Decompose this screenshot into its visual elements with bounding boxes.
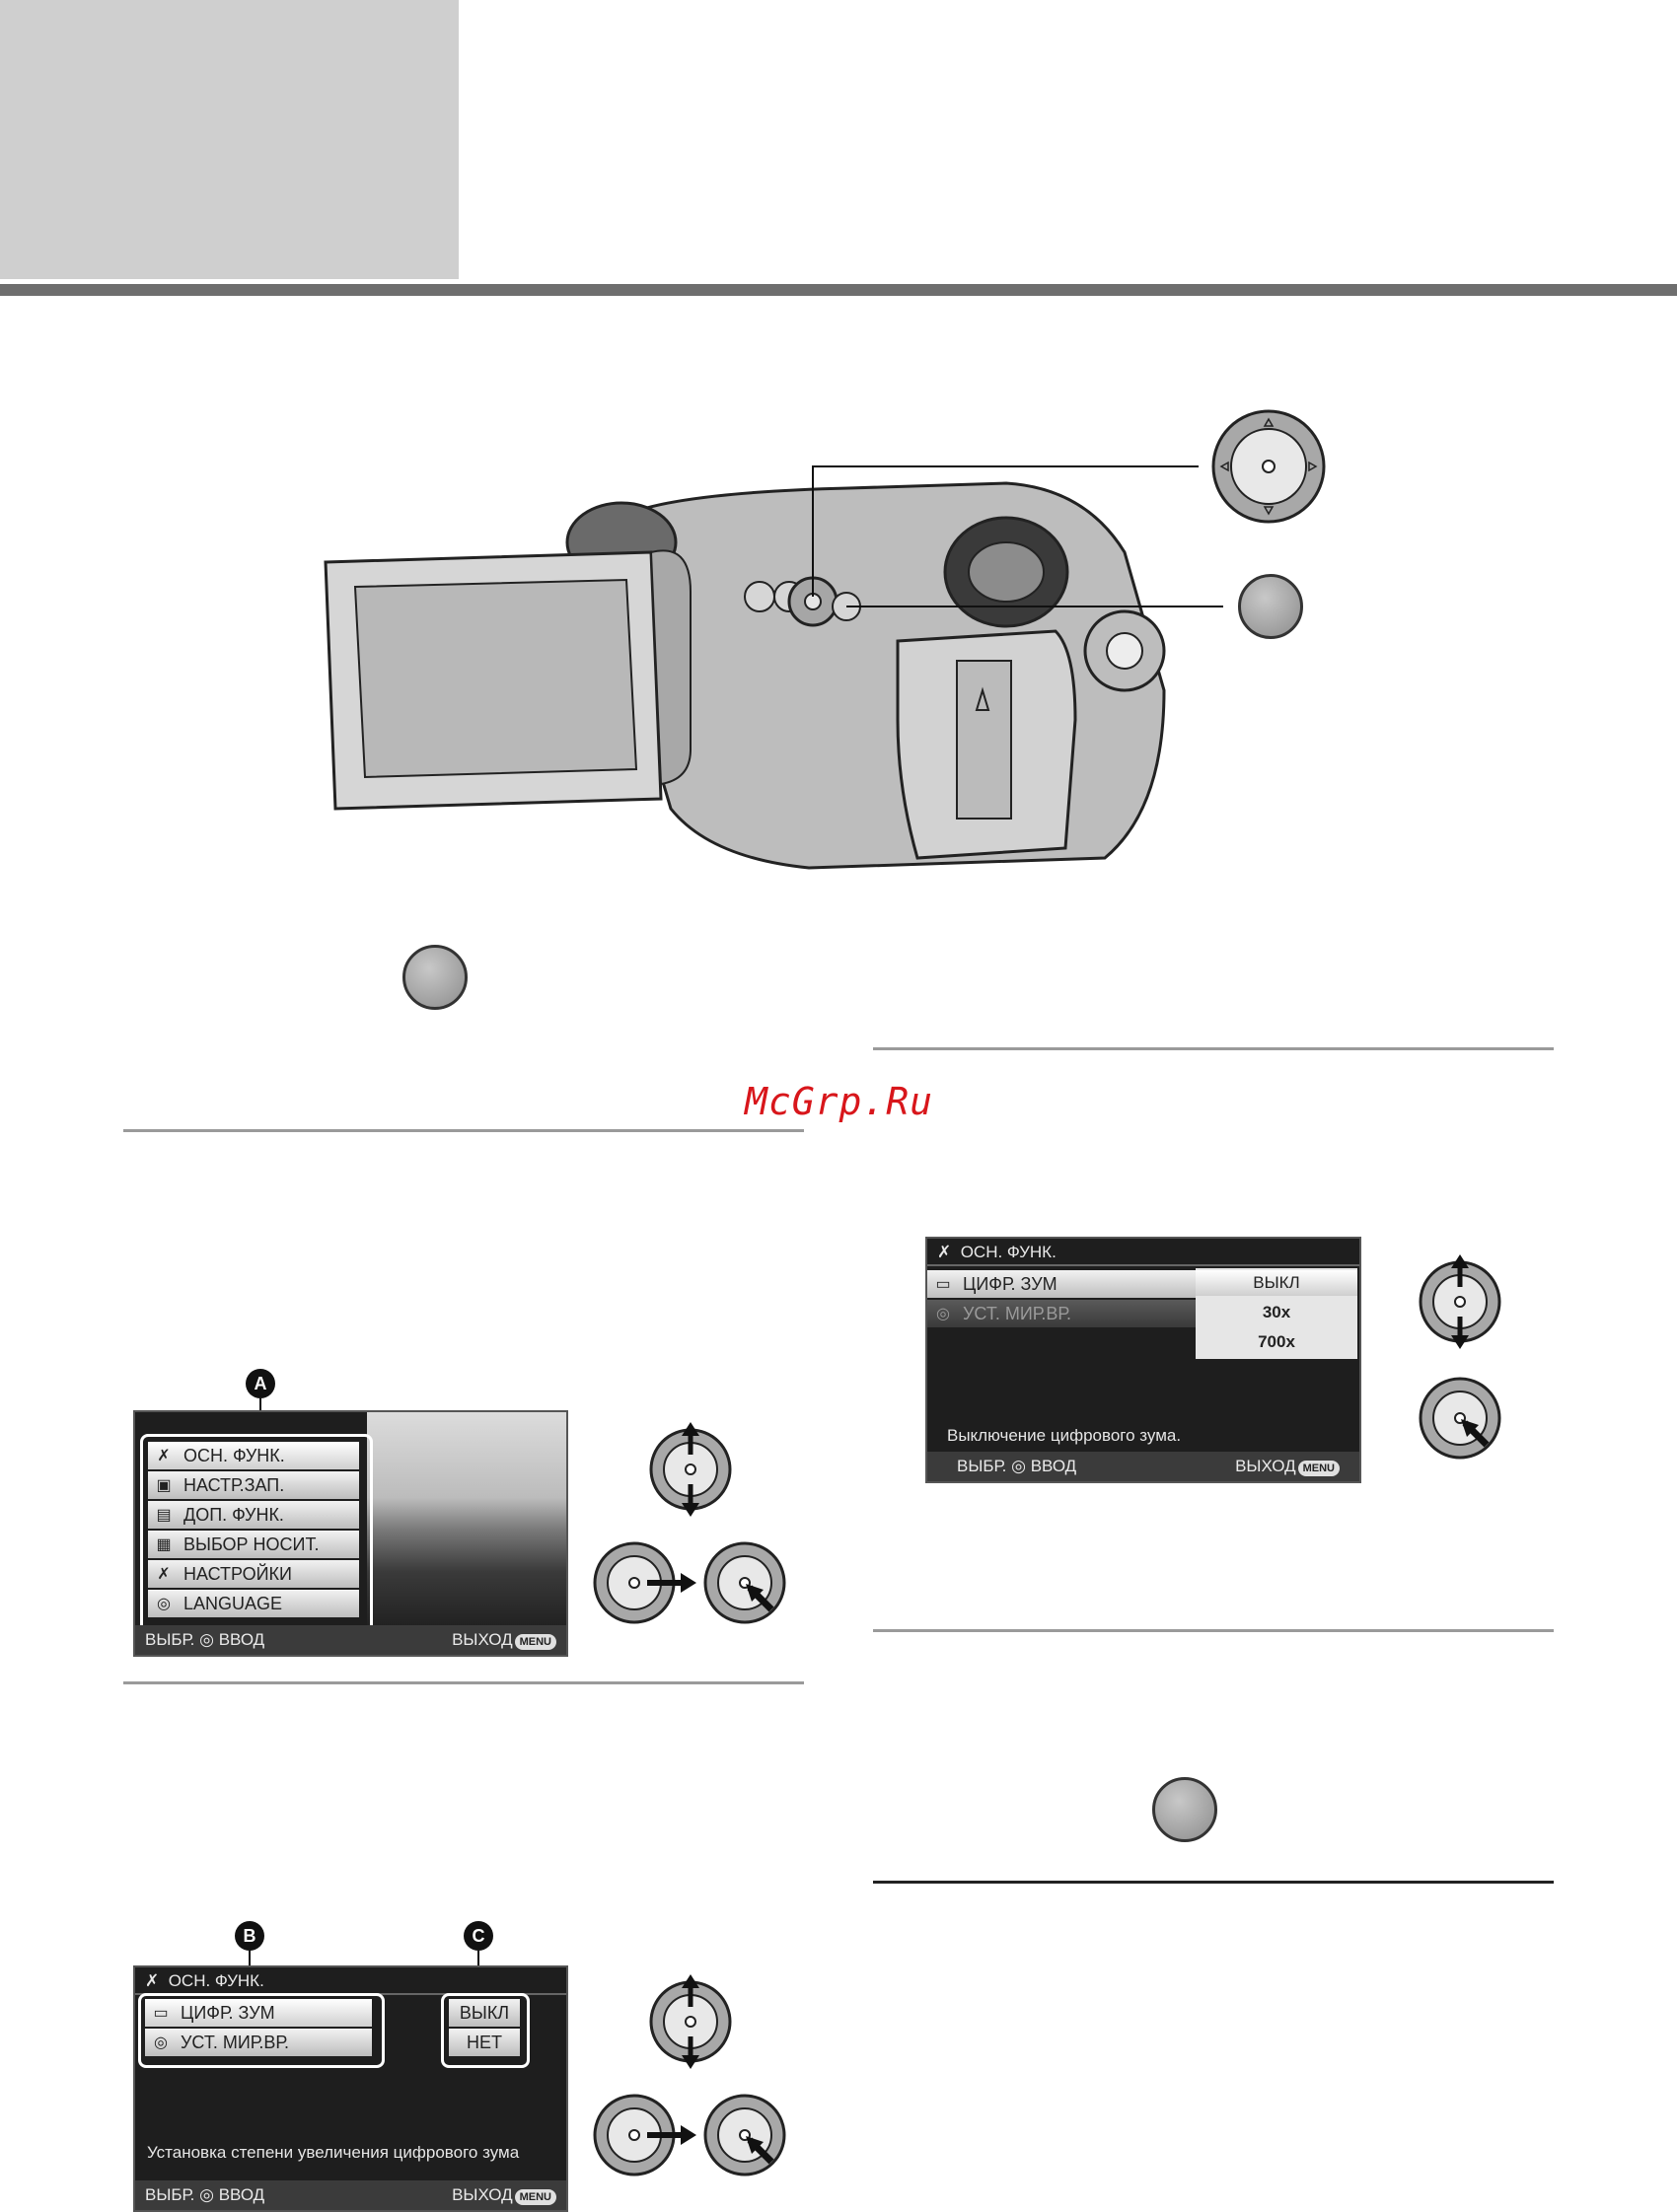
- menu-badge: MENU: [514, 2189, 556, 2205]
- menu-badge: MENU: [1297, 1461, 1340, 1476]
- menu-item-world-time[interactable]: ◎УСТ. МИР.ВР.: [927, 1300, 1199, 1327]
- divider: [123, 1129, 804, 1132]
- menu-item-advanced[interactable]: ▤ДОП. ФУНК.: [148, 1501, 359, 1529]
- language-icon: ◎: [157, 1596, 171, 1612]
- menu-item-media[interactable]: ▦ВЫБОР НОСИТ.: [148, 1531, 359, 1558]
- menu-button-icon: [1238, 574, 1303, 639]
- menu-item-basic[interactable]: ✗ОСН. ФУНК.: [148, 1442, 359, 1469]
- joystick-icon: [1211, 409, 1326, 524]
- divider: [873, 1881, 1554, 1884]
- menu-item-setup[interactable]: ✗НАСТРОЙКИ: [148, 1560, 359, 1588]
- wrench-icon: ✗: [145, 1971, 160, 1990]
- menu-button-icon: [402, 945, 468, 1010]
- option-off[interactable]: ВЫКЛ: [1196, 1270, 1357, 1296]
- camcorder-illustration: [324, 465, 1223, 870]
- option-30x[interactable]: 30x: [1262, 1303, 1291, 1321]
- menu-item-record-setup[interactable]: ▣НАСТР.ЗАП.: [148, 1471, 359, 1499]
- header-rule: [0, 284, 1677, 296]
- divider: [123, 1681, 804, 1684]
- screen-header-bar: [927, 1264, 1359, 1266]
- world-time-icon: ◎: [936, 1306, 950, 1322]
- menu-description: Выключение цифрового зума.: [947, 1426, 1182, 1445]
- callout-a: A: [246, 1369, 275, 1398]
- digital-zoom-icon: ▭: [153, 2005, 169, 2022]
- menu-item-language[interactable]: ◎LANGUAGE: [148, 1590, 359, 1617]
- watermark: McGrp.Ru: [745, 1080, 934, 1123]
- items-highlight-frame: [138, 1993, 385, 2068]
- extra-camera-icon: ▤: [156, 1507, 172, 1524]
- menu-badge: MENU: [514, 1634, 556, 1650]
- value-world-time: НЕТ: [449, 2029, 520, 2056]
- menu-button-icon: [1152, 1777, 1217, 1842]
- divider: [873, 1629, 1554, 1632]
- menu-item-digital-zoom[interactable]: ▭ЦИФР. ЗУМ: [927, 1270, 1199, 1298]
- joystick-right-icon: [593, 1541, 696, 1624]
- divider: [873, 1047, 1554, 1050]
- callout-b: B: [235, 1921, 264, 1951]
- joystick-up-down-icon: [1419, 1254, 1501, 1349]
- values-highlight-frame: [441, 1993, 530, 2068]
- menu-screen-options: ✗ ОСН. ФУНК. ▭ЦИФР. ЗУМ ◎УСТ. МИР.ВР. ВЫ…: [925, 1237, 1361, 1483]
- joystick-up-down-icon: [649, 1422, 732, 1517]
- joystick-right-icon: [593, 2094, 696, 2176]
- preview-photo: [367, 1412, 566, 1625]
- wrench-icon: ✗: [157, 1448, 171, 1464]
- joystick-mini-icon: ◎: [1011, 1457, 1026, 1475]
- menu-screen-bottom: ✗ ОСН. ФУНК. ▭ЦИФР. ЗУМ ◎УСТ. МИР.ВР. ВЫ…: [133, 1965, 568, 2212]
- options-dropdown: ВЫКЛ 30x 700x: [1196, 1268, 1357, 1359]
- joystick-press-icon: [703, 2094, 786, 2176]
- world-time-icon: ◎: [154, 2034, 168, 2051]
- digital-zoom-icon: ▭: [935, 1276, 951, 1293]
- menu-screen-top: ✗ОСН. ФУНК. ▣НАСТР.ЗАП. ▤ДОП. ФУНК. ▦ВЫБ…: [133, 1410, 568, 1657]
- callout-c: C: [464, 1921, 493, 1951]
- media-icon: ▦: [156, 1536, 172, 1553]
- wrench-icon: ✗: [937, 1243, 952, 1261]
- option-700x[interactable]: 700x: [1258, 1332, 1295, 1351]
- menu-item-world-time[interactable]: ◎УСТ. МИР.ВР.: [145, 2029, 372, 2056]
- joystick-press-icon: [703, 1541, 786, 1624]
- header-gray-block: [0, 0, 459, 279]
- menu-title: ✗ ОСН. ФУНК.: [937, 1243, 1057, 1261]
- menu-title: ✗ ОСН. ФУНК.: [145, 1971, 264, 1990]
- joystick-mini-icon: ◎: [199, 2185, 214, 2204]
- settings-icon: ✗: [157, 1566, 171, 1583]
- joystick-mini-icon: ◎: [199, 1630, 214, 1649]
- joystick-up-down-icon: [649, 1974, 732, 2069]
- value-digital-zoom: ВЫКЛ: [449, 1999, 520, 2027]
- menu-description: Установка степени увеличения цифрового з…: [147, 2143, 520, 2162]
- menu-item-digital-zoom[interactable]: ▭ЦИФР. ЗУМ: [145, 1999, 372, 2027]
- joystick-press-icon: [1419, 1377, 1501, 1460]
- film-camera-icon: ▣: [156, 1477, 172, 1494]
